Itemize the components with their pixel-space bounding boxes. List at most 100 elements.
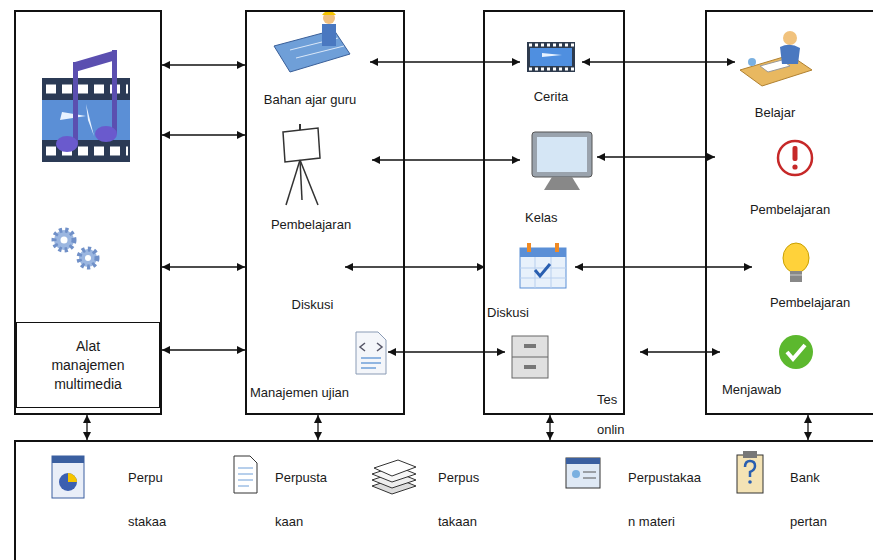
teacher-icon <box>274 11 350 73</box>
connector-arrow <box>575 266 752 267</box>
calendar-icon <box>520 248 566 257</box>
node-label: Perpus takaan <box>438 456 479 544</box>
clipboard-icon <box>737 455 763 493</box>
film-icon <box>529 68 574 71</box>
check-icon <box>787 345 805 359</box>
cabinet-icon <box>524 365 536 369</box>
film-icon <box>530 48 572 66</box>
student-icon <box>740 55 812 86</box>
icon-item: Bahan ajar guru <box>250 13 370 110</box>
icon-item: Tes onlin <box>505 333 640 447</box>
node-label: Pembelajaran <box>271 217 351 233</box>
student-icon <box>780 45 800 64</box>
code-document-icon <box>360 343 382 351</box>
code-document-icon <box>356 332 386 374</box>
report-icon <box>52 456 84 498</box>
projector-screen-icon <box>283 124 320 205</box>
node-label: Pembelajaran <box>770 295 850 311</box>
calendar-icon <box>520 248 566 288</box>
document-icon <box>234 456 257 493</box>
clipboard-icon <box>745 461 755 477</box>
code-document-icon <box>361 362 381 364</box>
card-icon <box>583 472 596 473</box>
node-label: Alat manajemen multimedia <box>51 337 124 394</box>
projector-screen-icon <box>300 160 318 205</box>
teacher-panel: Bahan ajar guruPembelajaranDiskusiManaje… <box>245 10 405 415</box>
connector-arrow <box>582 61 735 62</box>
library-item: Perpusta kaan <box>230 456 330 546</box>
class-panel: CeritaKelasDiskusiTes onlin <box>483 10 625 415</box>
gears-icon <box>79 249 97 267</box>
stack-icon <box>372 460 416 494</box>
calendar-icon <box>555 243 559 252</box>
connector-arrow <box>162 349 245 350</box>
report-icon <box>52 456 84 463</box>
icon-item: Belajar <box>735 22 815 123</box>
film-icon <box>527 42 575 72</box>
document-icon <box>234 456 257 493</box>
projector-screen-icon <box>286 160 300 205</box>
monitor-icon <box>532 132 592 177</box>
connector-arrow <box>597 156 715 157</box>
node-label: Manajemen ujian <box>250 385 349 401</box>
calendar-icon <box>520 268 566 269</box>
icon-item: Cerita <box>520 38 582 108</box>
calendar-icon <box>520 278 566 279</box>
projector-screen-icon <box>299 124 301 130</box>
cabinet-icon <box>512 357 548 358</box>
gears-icon <box>54 230 74 250</box>
multimedia-icon <box>56 136 78 152</box>
multimedia-icon <box>95 126 117 142</box>
lightbulb-icon <box>783 243 809 273</box>
icon-item: Pembelajaran <box>752 240 868 313</box>
connector-arrow <box>549 415 550 440</box>
document-icon <box>238 474 253 475</box>
calendar-icon <box>551 257 552 288</box>
film-icon <box>527 42 575 72</box>
check-icon <box>779 335 813 369</box>
clipboard-icon <box>748 480 752 484</box>
alert-icon <box>778 141 812 175</box>
gears-icon <box>85 255 91 261</box>
library-item: Bank pertan <box>733 456 830 546</box>
node-label: Perpusta kaan <box>275 456 327 544</box>
projector-screen-icon <box>300 160 302 200</box>
report-icon <box>52 456 84 498</box>
film-icon <box>529 44 574 47</box>
calendar-icon <box>520 243 566 288</box>
alert-icon <box>793 146 798 161</box>
connector-arrow <box>370 61 520 62</box>
node-label: Belajar <box>755 105 795 121</box>
multimedia-icon <box>75 50 116 72</box>
multimedia-icon <box>42 50 130 162</box>
gears-icon <box>54 230 97 267</box>
cabinet-icon <box>512 336 548 378</box>
connector-arrow <box>640 351 720 352</box>
node-label: Tes onlin <box>597 385 624 445</box>
library-item: Perpu stakaa <box>48 456 169 546</box>
code-document-icon <box>361 357 381 359</box>
teacher-icon <box>322 24 336 46</box>
node-label: Perpustakaa n materi <box>628 456 701 544</box>
node-label: Diskusi <box>487 305 529 321</box>
clipboard-icon <box>743 451 757 458</box>
card-icon <box>583 478 596 479</box>
document-icon <box>238 480 253 481</box>
tool-box: Alat manajemen multimedia <box>16 322 160 408</box>
calendar-icon <box>535 264 550 276</box>
code-document-icon <box>361 367 376 369</box>
connector-arrow <box>162 266 245 267</box>
node-label: Pembelajaran <box>750 202 830 218</box>
card-icon <box>572 470 580 478</box>
lightbulb-icon <box>790 275 802 276</box>
clipboard-icon <box>737 451 763 493</box>
connector-arrow <box>388 351 505 352</box>
icon-item: Pembelajaran <box>715 135 865 220</box>
stack-icon <box>374 460 416 476</box>
calendar-icon <box>527 243 531 252</box>
alert-icon <box>792 164 797 169</box>
student-icon <box>740 31 812 86</box>
node-label: Perpu stakaa <box>128 456 166 544</box>
report-icon <box>68 473 77 482</box>
